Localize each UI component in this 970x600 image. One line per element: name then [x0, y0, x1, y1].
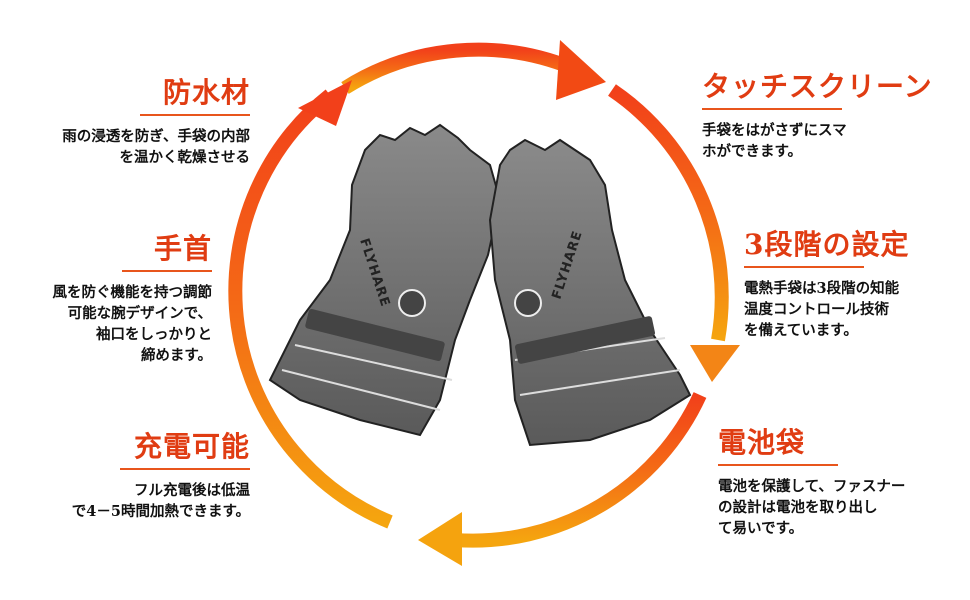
feature-cuff: 手首 風を防ぐ機能を持つ調節 可能な腕デザインで、 袖口をしっかりと 締めます。 [12, 232, 212, 366]
feature-desc-charge: フル充電後は低温 で4－5時間加熱できます。 [71, 482, 250, 520]
feature-desc-touchscreen: 手袋をはがさずにスマ ホができます。 [702, 122, 847, 160]
arrow-left-top [298, 80, 352, 126]
divider [122, 270, 212, 272]
arrow-right [690, 345, 740, 382]
ring-arc-bottom [454, 392, 707, 548]
feature-title-waterproof: 防水材 [162, 76, 250, 109]
feature-touchscreen: タッチスクリーン 手袋をはがさずにスマ ホができます。 [702, 70, 962, 162]
feature-title-charge: 充電可能 [133, 430, 250, 463]
ring-arc-left [228, 89, 393, 529]
divider [140, 114, 250, 116]
feature-levels: 3段階の設定 電熱手袋は3段階の知能 温度コントロール技術 を備えています。 [744, 228, 964, 341]
ring-arc-right [608, 84, 729, 342]
ring-segments [228, 42, 729, 548]
feature-desc-cuff: 風を防ぐ機能を持つ調節 可能な腕デザインで、 袖口をしっかりと 締めます。 [52, 284, 213, 364]
feature-desc-battery-pocket: 電池を保護して、ファスナー の設計は電池を取り出し て易いです。 [718, 478, 906, 537]
divider [120, 468, 250, 470]
feature-title-levels: 3段階の設定 [744, 228, 910, 261]
divider [744, 266, 864, 268]
feature-desc-waterproof: 雨の浸透を防ぎ、手袋の内部 を温かく乾燥させる [62, 128, 250, 166]
feature-battery-pocket: 電池袋 電池を保護して、ファスナー の設計は電池を取り出し て易いです。 [718, 426, 958, 539]
feature-title-touchscreen: タッチスクリーン [702, 70, 933, 103]
ring-arc-top [341, 42, 575, 94]
feature-title-battery-pocket: 電池袋 [718, 426, 806, 459]
feature-charge: 充電可能 フル充電後は低温 で4－5時間加熱できます。 [50, 430, 250, 522]
arrow-bottom [418, 512, 462, 566]
glove-right: FLYHARE [488, 138, 692, 447]
feature-desc-levels: 電熱手袋は3段階の知能 温度コントロール技術 を備えています。 [744, 280, 900, 339]
divider [718, 464, 838, 466]
feature-title-cuff: 手首 [153, 232, 212, 265]
glove-left: FLYHARE [268, 123, 502, 437]
arrow-top-right [556, 40, 606, 100]
feature-waterproof: 防水材 雨の浸透を防ぎ、手袋の内部 を温かく乾燥させる [20, 76, 250, 168]
divider [702, 108, 842, 110]
